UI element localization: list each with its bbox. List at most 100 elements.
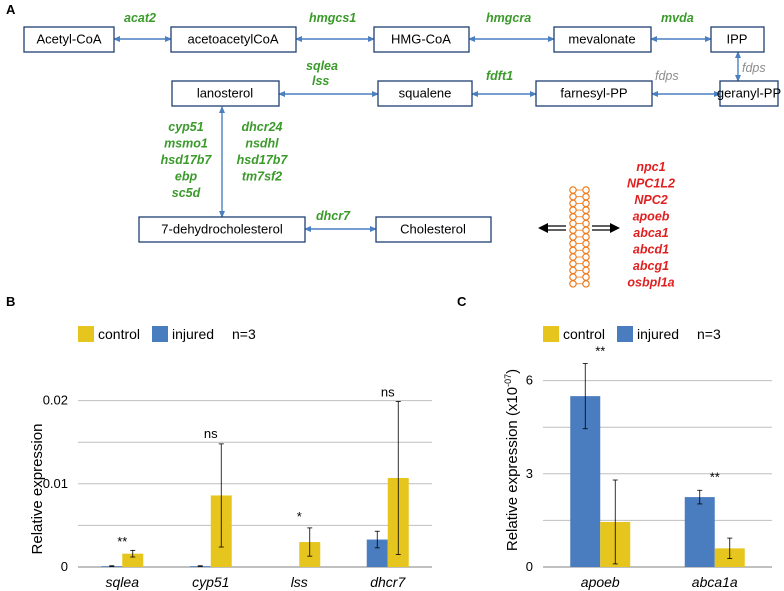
node-squalene-box [377, 80, 473, 107]
gene-left-hsd17b7: hsd17b7 [161, 153, 213, 167]
gene-hmgcs1: hmgcs1 [309, 11, 356, 25]
gene-fdps-vertical: fdps [742, 61, 766, 75]
legend-b-control: control [98, 326, 140, 342]
legend-b-n: n=3 [232, 326, 256, 342]
transport-gene-abcd1: abcd1 [633, 243, 669, 257]
chart-c-bar-injured-abca1a [684, 497, 715, 567]
node-acetoacetylcoa-box [170, 26, 297, 53]
panel-a-letter: A [6, 2, 16, 17]
gene-fdft1: fdft1 [486, 69, 513, 83]
node-mevalonate: mevalonate [568, 31, 635, 46]
transport-gene-osbpl1a: osbpl1a [627, 276, 674, 290]
node-geranyl-pp-box [719, 80, 779, 107]
transport-gene-abcg1: abcg1 [633, 259, 669, 273]
node-acetyl-coa: Acetyl-CoA [36, 31, 101, 46]
chart-c: 0 3 6 apoeb ** abca1a ** [526, 344, 772, 590]
legend-b-control-swatch [78, 326, 94, 342]
panel-c: C control injured n=3 Relative expressio… [457, 294, 772, 590]
gene-dhcr7: dhcr7 [316, 209, 351, 223]
gene-mvda: mvda [661, 11, 694, 25]
chart-c-ylabel-exponent: -07 [503, 374, 513, 387]
legend-c-injured: injured [637, 326, 679, 342]
node-squalene: squalene [399, 85, 452, 100]
panel-a: A Acetyl-CoA acetoacetylCoA HMG-CoA meva… [6, 2, 781, 290]
node-hmg-coa-box [373, 26, 470, 53]
chart-b-category-lss: lss [291, 574, 308, 590]
gene-right-hsd17b7: hsd17b7 [237, 153, 289, 167]
legend-b-injured-swatch [152, 326, 168, 342]
chart-b-category-dhcr7: dhcr7 [370, 574, 406, 590]
gene-sqlea: sqlea [306, 59, 338, 73]
node-dehydrocholesterol: 7-dehydrocholesterol [161, 221, 283, 236]
chart-c-significance-abca1a: ** [710, 470, 720, 485]
legend-c-control-swatch [543, 326, 559, 342]
transport-gene-npc1: npc1 [636, 160, 665, 174]
legend-c-n: n=3 [697, 326, 721, 342]
chart-c-ylabel-close: ) [504, 369, 521, 374]
node-dehydrocholesterol-box [138, 216, 306, 243]
chart-b-ytick-label: 0.02 [43, 393, 68, 408]
panel-b: B control injured n=3 Relative expressio… [6, 294, 432, 590]
export-arrow-icon [538, 223, 566, 233]
node-cholesterol-box [375, 216, 492, 243]
gene-left-ebp: ebp [175, 170, 198, 184]
membrane-bilayer-icon [569, 186, 590, 288]
chart-b-significance-sqlea: ** [117, 534, 127, 549]
chart-b-ylabel: Relative expression [29, 424, 46, 555]
gene-left-msmo1: msmo1 [164, 137, 208, 151]
node-acetoacetylcoa: acetoacetylCoA [187, 31, 278, 46]
chart-b-bar-control-sqlea [122, 553, 144, 567]
chart-b-significance-dhcr7: ns [381, 384, 395, 399]
gene-right-tm7sf2: tm7sf2 [242, 170, 282, 184]
chart-b-bar-injured-dhcr7 [366, 539, 388, 567]
gene-acat2: acat2 [124, 11, 156, 25]
gene-column-left: cyp51 msmo1 hsd17b7 ebp sc5d [161, 120, 213, 200]
chart-c-category-apoeb: apoeb [581, 574, 620, 590]
chart-b-category-cyp51: cyp51 [192, 574, 229, 590]
chart-b-category-sqlea: sqlea [106, 574, 140, 590]
panel-b-letter: B [6, 294, 15, 309]
import-arrow-icon [592, 223, 620, 233]
legend-c-control: control [563, 326, 605, 342]
node-hmg-coa: HMG-CoA [391, 31, 451, 46]
node-ipp: IPP [727, 31, 748, 46]
chart-c-ytick-label: 3 [526, 466, 533, 481]
panel-c-letter: C [457, 294, 467, 309]
node-farnesyl-pp: farnesyl-PP [560, 85, 627, 100]
gene-right-dhcr24: dhcr24 [242, 120, 283, 134]
node-lanosterol: lanosterol [197, 85, 253, 100]
chart-b-significance-lss: * [297, 509, 302, 524]
transport-gene-apoeb: apoeb [633, 210, 670, 224]
chart-c-category-abca1a: abca1a [692, 574, 738, 590]
node-cholesterol: Cholesterol [400, 221, 466, 236]
gene-right-nsdhl: nsdhl [245, 137, 279, 151]
node-acetyl-coa-box [23, 26, 115, 53]
chart-c-ytick-label: 6 [526, 373, 533, 388]
chart-c-ylabel-main: Relative expression (x10 [504, 387, 521, 551]
gene-left-sc5d: sc5d [172, 186, 201, 200]
chart-b-ytick-label: 0.01 [43, 476, 68, 491]
legend-b-injured: injured [172, 326, 214, 342]
chart-c-ytick-label: 0 [526, 559, 533, 574]
chart-c-ylabel: Relative expression (x10-07) [503, 369, 521, 551]
node-farnesyl-pp-box [535, 80, 653, 107]
gene-fdps-horizontal: fdps [655, 69, 679, 83]
chart-b-ytick-label: 0 [61, 559, 68, 574]
gene-left-cyp51: cyp51 [168, 120, 203, 134]
chart-c-significance-apoeb: ** [595, 344, 605, 359]
transport-gene-abca1: abca1 [633, 226, 668, 240]
node-geranyl-pp: geranyl-PP [717, 85, 781, 100]
legend-c-injured-swatch [617, 326, 633, 342]
transport-gene-NPC2: NPC2 [634, 193, 667, 207]
node-ipp-box [710, 26, 765, 53]
gene-column-right: dhcr24 nsdhl hsd17b7 tm7sf2 [237, 120, 289, 184]
gene-hmgcra: hmgcra [486, 11, 531, 25]
gene-lss: lss [312, 74, 329, 88]
node-mevalonate-box [553, 26, 652, 53]
chart-b-significance-cyp51: ns [204, 426, 218, 441]
transport-gene-NPC1L2: NPC1L2 [627, 177, 675, 191]
chart-b: 0 0.01 0.02 sqlea ** cyp51 ns lss * dhcr7 ns [43, 384, 432, 590]
